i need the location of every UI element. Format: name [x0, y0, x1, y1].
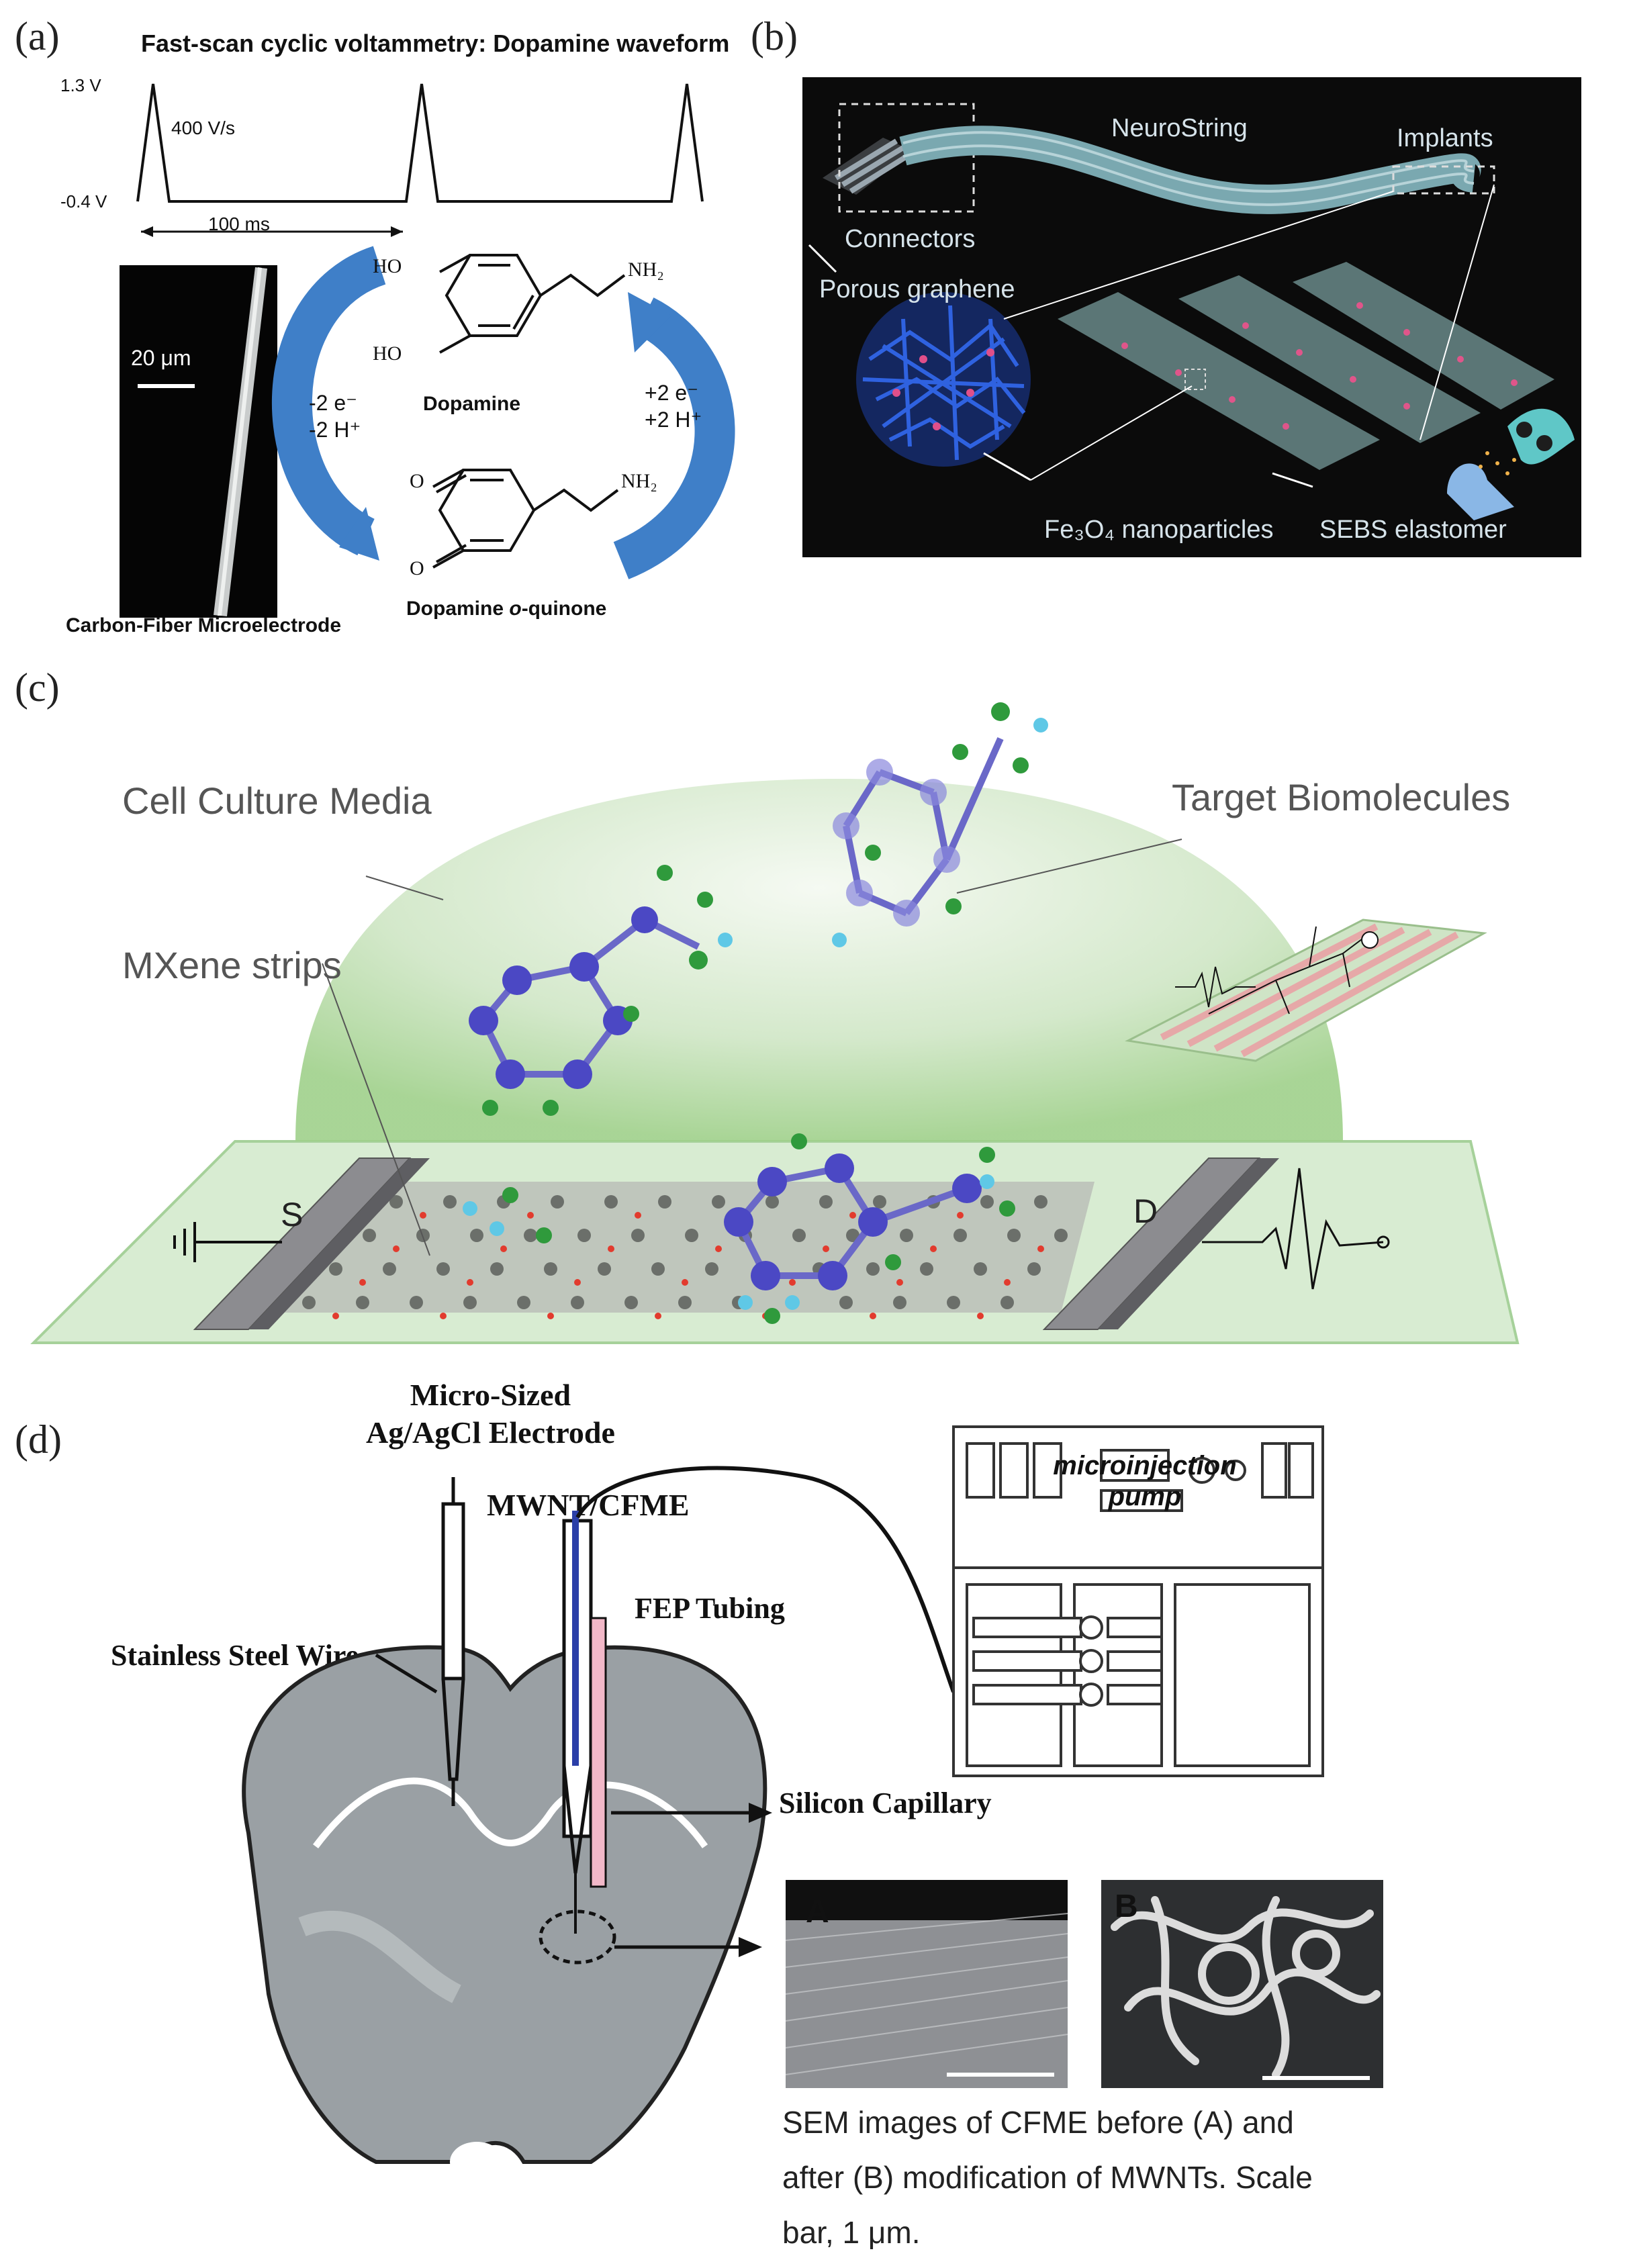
nh2-label-1: NH₂	[628, 258, 664, 281]
target-region	[539, 1909, 616, 1965]
quinone-structure	[432, 469, 619, 569]
biomolecule-cluster	[463, 702, 1048, 1324]
connector-pads	[823, 138, 913, 195]
output-signal	[1202, 1168, 1384, 1290]
sebs-label: SEBS elastomer	[1319, 516, 1507, 544]
mxene-device-diagram	[30, 702, 1520, 1344]
implants-box	[1392, 165, 1495, 195]
panel-a-letter: (a)	[15, 14, 60, 58]
voltage-high-label: 1.3 V	[60, 75, 101, 95]
drain-label: D	[1133, 1192, 1158, 1230]
quinone-label: Dopamine o-quinone	[406, 598, 607, 620]
electrode-caption: Carbon-Fiber Microelectrode	[66, 614, 342, 636]
porous-graphene-label: Porous graphene	[819, 275, 1015, 303]
oxidation-arrow	[271, 246, 387, 556]
ground-icon	[173, 1222, 282, 1262]
o-label-1: O	[410, 470, 424, 492]
dopamine-label: Dopamine	[423, 393, 521, 415]
dopamine-structure	[439, 254, 626, 354]
target-biomolecules-label: Target Biomolecules	[1172, 776, 1511, 818]
source-label: S	[281, 1196, 304, 1233]
nh2-label-2: NH₂	[621, 470, 657, 492]
cell-culture-dome	[295, 779, 1343, 1141]
scale-bar-label: 20 μm	[131, 346, 191, 370]
fscv-waveform	[136, 83, 704, 203]
neurostring-label: NeuroString	[1111, 114, 1248, 142]
sem-b-label: B	[1115, 1889, 1138, 1924]
oxidation-label: -2 e⁻-2 H⁺	[309, 391, 361, 442]
voltage-low-label: -0.4 V	[60, 191, 107, 211]
panel-a-graphics	[120, 83, 735, 618]
scan-rate-label: 400 V/s	[171, 117, 235, 138]
panel-a-title: Fast-scan cyclic voltammetry: Dopamine w…	[141, 30, 730, 57]
brain-slice	[242, 1645, 767, 2164]
synapse-icon	[1447, 408, 1575, 520]
o-label-2: O	[410, 557, 424, 579]
porous-graphene-blob	[856, 292, 1031, 467]
mxene-strips-label: MXene strips	[122, 944, 342, 986]
fe3o4-label: Fe₃O₄ nanoparticles	[1044, 516, 1274, 544]
neuron-icon	[1125, 918, 1487, 1062]
microinjection-pump	[952, 1425, 1324, 1777]
panel-d-letter: (d)	[15, 1417, 62, 1462]
panel-c-letter: (c)	[15, 665, 60, 710]
implant-strips	[1058, 262, 1554, 470]
stainless-wire-label: Stainless Steel Wire	[111, 1639, 359, 1672]
implants-label: Implants	[1397, 124, 1493, 152]
silicon-capillary-label: Silicon Capillary	[779, 1787, 992, 1820]
microinjection-diagram	[242, 1425, 1383, 2182]
sem-caption: SEM images of CFME before (A) and after …	[782, 2105, 1313, 2250]
agcl-electrode	[441, 1477, 465, 1806]
sem-a-label: A	[806, 1894, 829, 1930]
sem-image-b	[1101, 1880, 1383, 2088]
reduction-arrow	[613, 297, 735, 579]
connectors-label: Connectors	[845, 225, 976, 253]
cell-culture-label: Cell Culture Media	[122, 779, 432, 822]
fep-tubing	[575, 1466, 956, 1693]
reduction-label: +2 e⁻+2 H⁺	[645, 381, 702, 432]
silicon-capillary	[590, 1617, 607, 1888]
ho-label-2: HO	[373, 342, 402, 365]
fep-tubing-label: FEP Tubing	[635, 1592, 785, 1625]
ho-label-1: HO	[373, 255, 402, 277]
panel-b-letter: (b)	[751, 14, 798, 58]
connectors-box	[838, 103, 975, 213]
neurostring-diagram	[802, 77, 1581, 557]
